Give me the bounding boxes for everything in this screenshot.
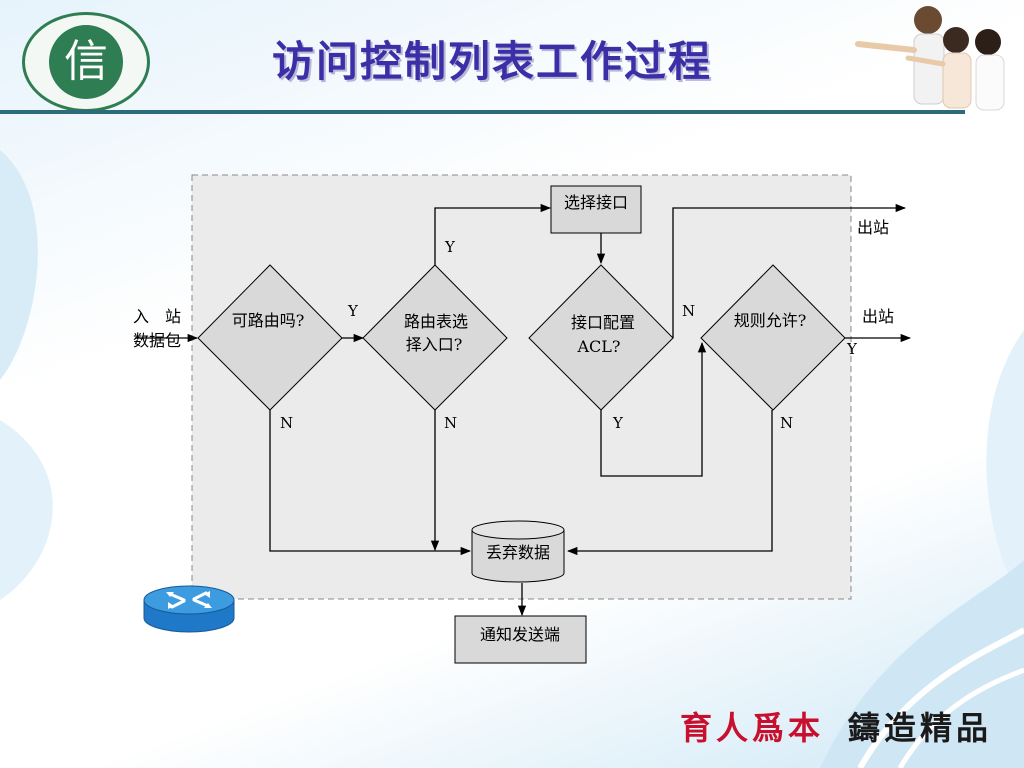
people-illustration bbox=[855, 6, 1005, 111]
label-select-interface: 选择接口 bbox=[564, 193, 628, 212]
label-route-line1: 路由表选 bbox=[404, 312, 468, 331]
flag-rule-no: N bbox=[780, 414, 793, 432]
flag-route-yes: Y bbox=[444, 238, 456, 256]
router-icon bbox=[143, 585, 235, 633]
flag-rule-yes: Y bbox=[846, 340, 858, 358]
flag-route-no: N bbox=[444, 414, 457, 432]
label-drop-data: 丢弃数据 bbox=[486, 543, 550, 562]
label-outbound-mid: 出站 bbox=[862, 307, 894, 326]
arrow-route-yes-to-select bbox=[434, 203, 552, 265]
header-divider bbox=[0, 110, 965, 114]
arrow-routable-no-to-drop bbox=[269, 410, 472, 556]
label-notify-sender: 通知发送端 bbox=[480, 625, 560, 644]
flag-routable-yes: Y bbox=[347, 302, 359, 320]
flag-acl-no: N bbox=[682, 302, 695, 320]
label-outbound-top: 出站 bbox=[857, 218, 889, 237]
logo-character: 信 bbox=[64, 36, 108, 87]
connectors bbox=[135, 203, 912, 617]
arrow-rule-no-to-drop bbox=[566, 410, 773, 556]
flag-acl-yes: Y bbox=[612, 414, 624, 432]
label-acl-line1: 接口配置 bbox=[571, 313, 635, 332]
decision-route-table bbox=[362, 264, 508, 411]
slide-title: 访问控制列表工作过程 bbox=[272, 37, 713, 86]
decision-routable bbox=[197, 264, 343, 411]
box-select-interface bbox=[550, 185, 642, 234]
inbound-label-2: 数据包 bbox=[133, 331, 181, 350]
flag-routable-no: N bbox=[280, 414, 293, 432]
label-acl-line2: ACL? bbox=[577, 337, 621, 356]
inbound-label-1: 入 站 bbox=[133, 307, 181, 326]
arrow-acl-yes-to-rule bbox=[600, 341, 707, 477]
school-logo: 信 bbox=[22, 12, 150, 112]
label-rule: 规则允许? bbox=[734, 311, 807, 330]
cylinder-drop-data bbox=[471, 520, 565, 583]
decision-rule bbox=[700, 264, 846, 411]
label-routable: 可路由吗? bbox=[232, 311, 305, 330]
slogan-left: 育人爲本 bbox=[680, 709, 825, 747]
arrow-acl-no-to-outbound bbox=[672, 203, 907, 338]
slogan-right: 鑄造精品 bbox=[848, 709, 993, 747]
box-notify-sender bbox=[454, 615, 587, 664]
slogan: 育人爲本 鑄造精品 bbox=[680, 700, 1010, 752]
label-route-line2: 择入口? bbox=[406, 335, 463, 354]
decision-acl bbox=[528, 264, 674, 411]
